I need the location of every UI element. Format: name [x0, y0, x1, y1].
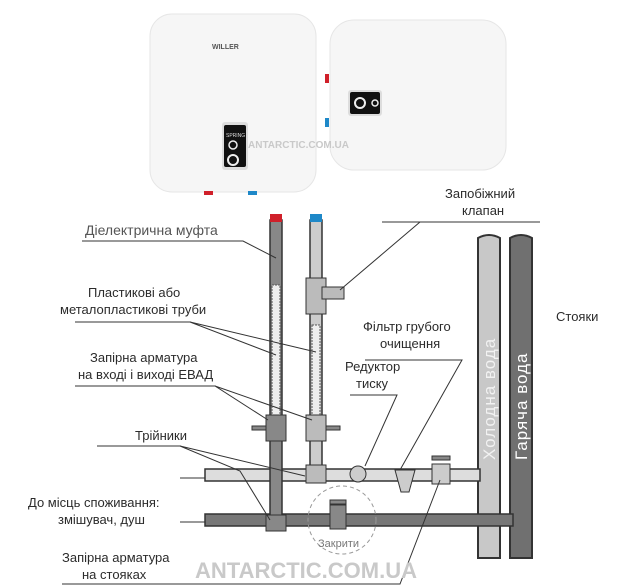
label-close: Закрити: [318, 538, 360, 550]
water-heater-front: [149, 13, 317, 195]
label-shutoff-inout-2: на вході і виході ЕВАД: [78, 367, 214, 382]
hot-pipe-from-heater: [265, 214, 287, 532]
label-reducer-1: Редуктор: [345, 359, 401, 374]
label-consumers-2: змішувач, душ: [58, 512, 145, 527]
water-heater-side: [325, 19, 507, 171]
coarse-filter: [394, 469, 416, 493]
label-reducer-2: тиску: [356, 376, 389, 391]
label-shutoff-risers-2: на стояках: [82, 567, 147, 582]
label-shutoff-risers-1: Запірна арматура: [62, 550, 170, 565]
hot-outlet-pipe: [204, 513, 514, 527]
label-consumers-1: До місць споживання:: [28, 495, 160, 510]
label-shutoff-inout-1: Запірна арматура: [90, 350, 198, 365]
watermark: ANTARCTIC.COM.UA: [195, 558, 418, 583]
label-pipes-2: металопластикові труби: [60, 302, 207, 317]
label-tees: Трійники: [135, 428, 187, 443]
leader-lines: [62, 221, 540, 585]
pressure-reducer: [349, 465, 367, 483]
label-safety-valve-1: Запобіжний: [445, 186, 516, 201]
cold-pipe-to-heater: [305, 214, 327, 484]
cold-water-riser: [477, 234, 501, 559]
hot-water-riser: [509, 234, 533, 559]
label-hot-water: Гаряча вода: [512, 352, 531, 460]
model-label: SPRING: [226, 133, 246, 139]
safety-valve: [305, 277, 345, 315]
label-dielectric-coupling: Діелектрична муфта: [85, 222, 218, 238]
shutoff-valves: [251, 414, 451, 530]
close-circle: [307, 485, 377, 555]
label-filter-2: очищення: [380, 336, 441, 351]
brand-logo: WILLER: [212, 44, 239, 51]
label-pipes-1: Пластикові або: [88, 285, 181, 300]
watermark-small: ANTARCTIC.COM.UA: [248, 140, 349, 151]
label-risers: Стояки: [556, 309, 599, 324]
label-safety-valve-2: клапан: [462, 203, 505, 218]
label-cold-water: Холодна вода: [480, 337, 499, 460]
label-filter-1: Фільтр грубого: [363, 319, 451, 334]
